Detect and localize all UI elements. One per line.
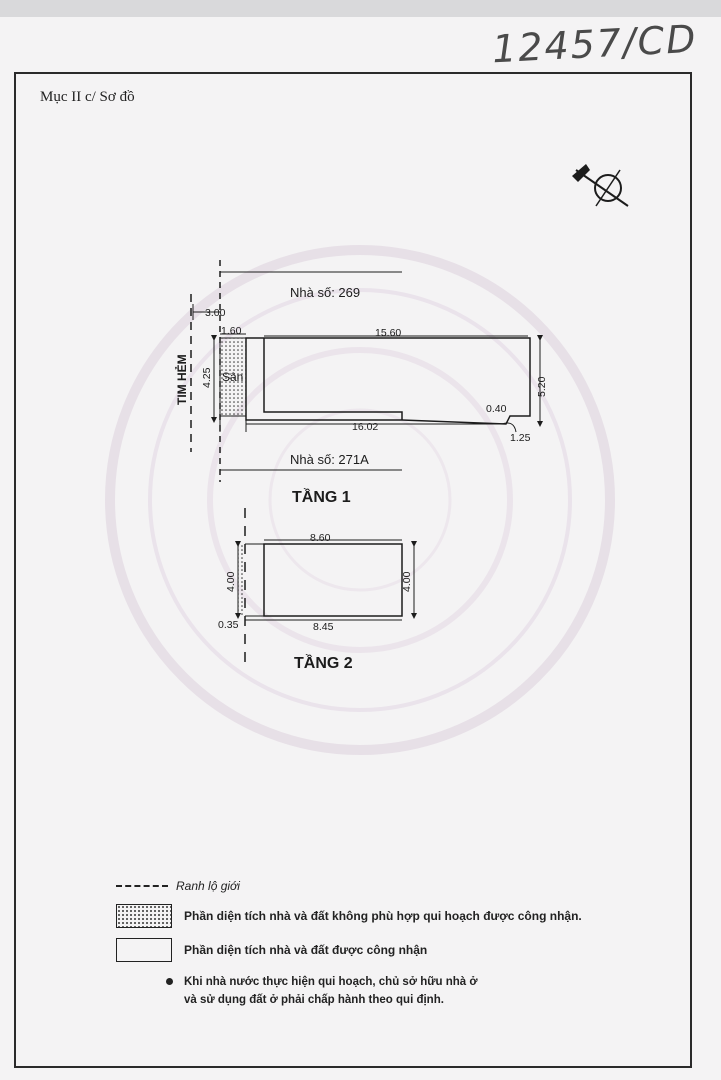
f2-dim-right: 4.00 xyxy=(401,571,413,592)
legend-not-recognized: Phần diện tích nhà và đất không phù hợp … xyxy=(116,904,582,928)
alley-label: TIM HẺM xyxy=(174,354,189,405)
yard-dotted-area xyxy=(219,337,247,417)
dim-corner-b: 1.25 xyxy=(510,432,531,444)
neighbor-bottom-label: Nhà số: 271A xyxy=(290,452,369,467)
floor-2-title: TẦNG 2 xyxy=(294,653,353,672)
dim-top-length: 15.60 xyxy=(375,327,401,339)
dim-alley-offset: 3.00 xyxy=(205,307,226,319)
floor-2-plan: 8.60 8.45 4.00 4.00 0.35 TẦNG 2 xyxy=(218,508,417,672)
f2-dim-strip: 0.35 xyxy=(218,619,239,631)
note-line-1: Khi nhà nước thực hiện qui hoạch, chủ sở… xyxy=(184,976,478,988)
dotted-swatch-icon xyxy=(116,904,172,928)
section-title: Mục II c/ Sơ đồ xyxy=(40,89,135,105)
legend-not-recognized-label: Phần diện tích nhà và đất không phù hợp … xyxy=(184,909,582,923)
dim-corner-a: 0.40 xyxy=(486,403,507,415)
legend-boundary-label: Ranh lộ giới xyxy=(176,879,240,893)
north-arrow-icon xyxy=(572,164,629,207)
top-edge-bar xyxy=(0,0,721,17)
legend-boundary: Ranh lộ giới xyxy=(116,879,240,893)
legend-recognized: Phần diện tích nhà và đất được công nhận xyxy=(116,938,427,962)
document-frame xyxy=(14,72,692,1068)
f2-dim-top: 8.60 xyxy=(310,532,331,544)
legend-note: Khi nhà nước thực hiện qui hoạch, chủ sở… xyxy=(166,973,478,1009)
f2-dim-bottom: 8.45 xyxy=(313,621,334,633)
yard-label: Sân xyxy=(222,370,243,384)
dim-yard-width: 1.60 xyxy=(221,325,242,337)
dim-bottom-length: 16.02 xyxy=(352,421,378,433)
empty-swatch-icon xyxy=(116,938,172,962)
f2-dim-left: 4.00 xyxy=(225,571,237,592)
legend-recognized-label: Phần diện tích nhà và đất được công nhận xyxy=(184,943,428,957)
floor-1-title: TẦNG 1 xyxy=(292,487,351,506)
dim-front-depth: 4.25 xyxy=(201,367,213,388)
floor-1-plan: Nhà số: 269 Nhà số: 271A TIM HẺM Sân 3.0… xyxy=(174,260,548,506)
dashed-line-icon xyxy=(116,885,168,887)
note-line-2: và sử dụng đất ở phải chấp hành theo qui… xyxy=(184,994,444,1006)
bullet-icon xyxy=(166,978,173,985)
dim-right-depth: 5.20 xyxy=(536,376,548,397)
floor-2-dotted-strip xyxy=(238,544,245,616)
neighbor-top-label: Nhà số: 269 xyxy=(290,285,360,300)
